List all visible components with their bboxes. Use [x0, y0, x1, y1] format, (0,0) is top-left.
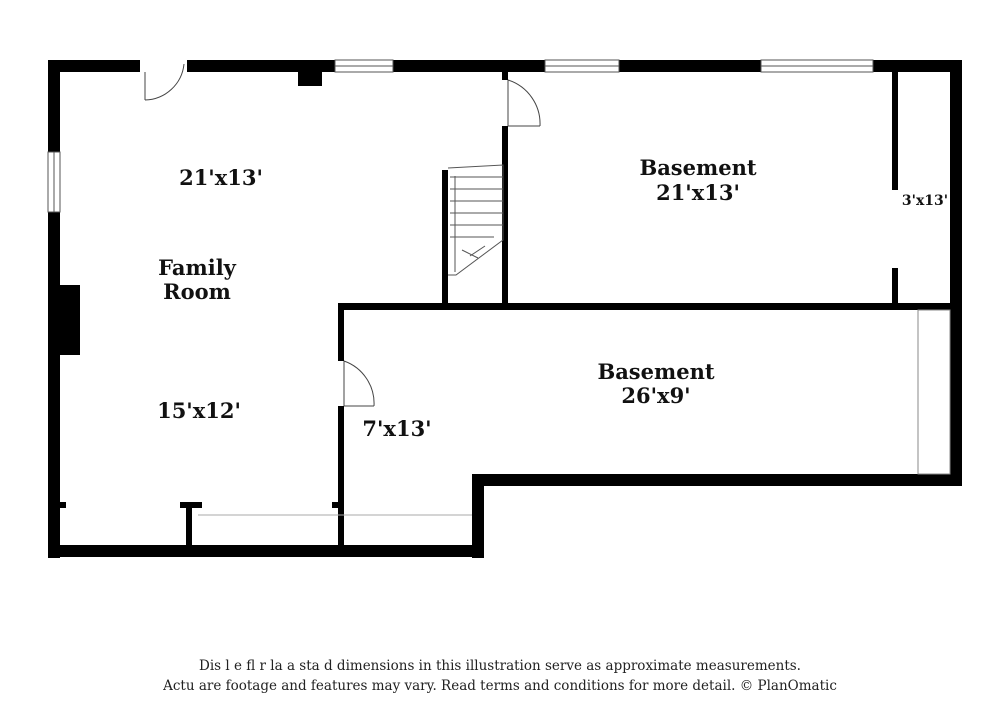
family-room-name-line2: Room — [163, 279, 231, 304]
basement-bottom-dimension: 26'x9' — [621, 383, 690, 408]
basement-bottom-name: Basement — [597, 359, 714, 384]
disclaimer-line-2: Actu are footage and features may vary. … — [163, 678, 837, 694]
disclaimer-line-1: Dis l e fl r la a sta d dimensions in th… — [199, 658, 801, 674]
family-room-lower-dimension: 15'x12' — [157, 398, 241, 423]
exterior-walls — [48, 60, 962, 558]
family-room-name-line1: Family — [158, 255, 237, 280]
family-room-upper-dimension: 21'x13' — [179, 165, 263, 190]
staircase — [447, 164, 504, 276]
hall-dimension: 7'x13' — [362, 416, 431, 441]
disclaimer: Dis l e fl r la a sta d dimensions in th… — [0, 656, 1000, 696]
basement-top-dimension: 21'x13' — [656, 180, 740, 205]
small-room-dimension: 3'x13' — [902, 193, 948, 209]
basement-top-name: Basement — [639, 155, 756, 180]
windows — [47, 59, 951, 516]
interior-walls — [60, 72, 962, 551]
room-labels: 21'x13' Family Room 15'x12' Basement 21'… — [157, 155, 948, 441]
doors — [144, 63, 541, 407]
